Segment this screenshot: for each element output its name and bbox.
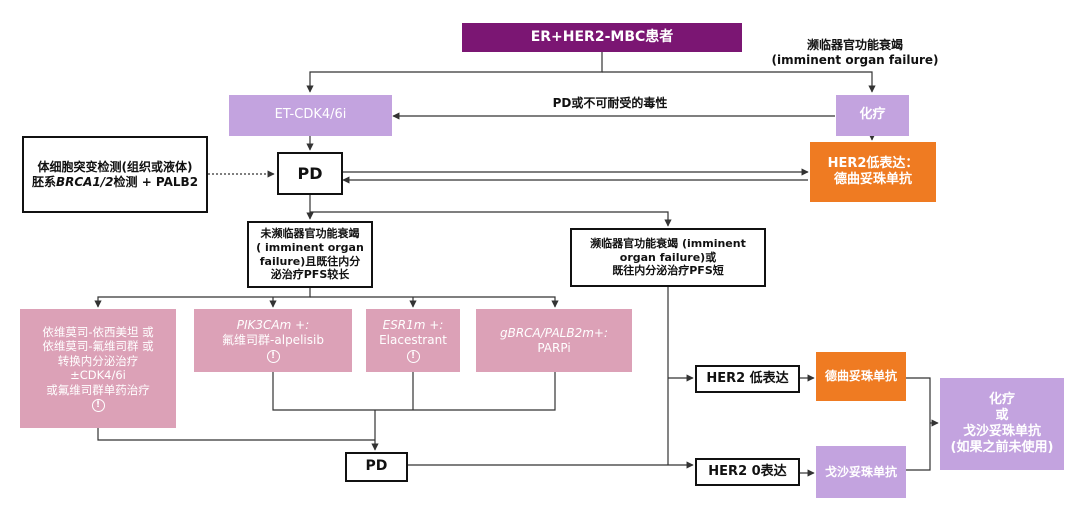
top-node-patients: ER+HER2-MBC患者: [462, 23, 742, 52]
node-chemo: 化疗: [836, 95, 909, 136]
node-pd-first: PD: [277, 152, 343, 195]
node-tdxd: 德曲妥珠单抗: [816, 352, 906, 401]
label-pd-toxicity: PD或不可耐受的毒性: [552, 96, 668, 110]
label-imminent-organ-failure: 濒临器官功能衰竭 (imminent organ failure): [771, 38, 939, 67]
node-sacituzumab: 戈沙妥珠单抗: [816, 446, 906, 498]
node-et-cdk46i: ET-CDK4/6i: [229, 95, 392, 136]
node-her2-low-tdxd-top: HER2低表达： 德曲妥珠单抗: [810, 142, 936, 202]
node-organ-failure: 濒临器官功能衰竭 (imminent organ failure)或 既往内分泌…: [570, 228, 766, 287]
info-icon: !: [406, 350, 420, 363]
node-her2-low: HER2 低表达: [695, 365, 800, 393]
info-icon: !: [91, 398, 105, 412]
node-pd-second: PD: [345, 452, 408, 482]
node-no-organ-failure: 未濒临器官功能衰竭 ( imminent organ failure)且既往内分…: [247, 221, 373, 288]
node-final-chemo-or-sacituzumab: 化疗 或 戈沙妥珠单抗 (如果之前未使用): [940, 378, 1064, 470]
node-pik3ca-alpelisib: PIK3CAm +: 氟维司群-alpelisib !: [194, 309, 352, 372]
node-germline-testing: 体细胞突变检测(组织或液体) 胚系BRCA1/2检测 + PALB2: [22, 136, 208, 213]
node-esr1-elacestrant: ESR1m +: Elacestrant !: [366, 309, 460, 372]
info-icon: !: [266, 350, 280, 363]
node-everolimus-options: 依维莫司-依西美坦 或 依维莫司-氟维司群 或 转换内分泌治疗 ±CDK4/6i…: [20, 309, 176, 428]
node-her2-zero: HER2 0表达: [695, 458, 800, 486]
node-gbrca-parpi: gBRCA/PALB2m+: PARPi: [476, 309, 632, 372]
